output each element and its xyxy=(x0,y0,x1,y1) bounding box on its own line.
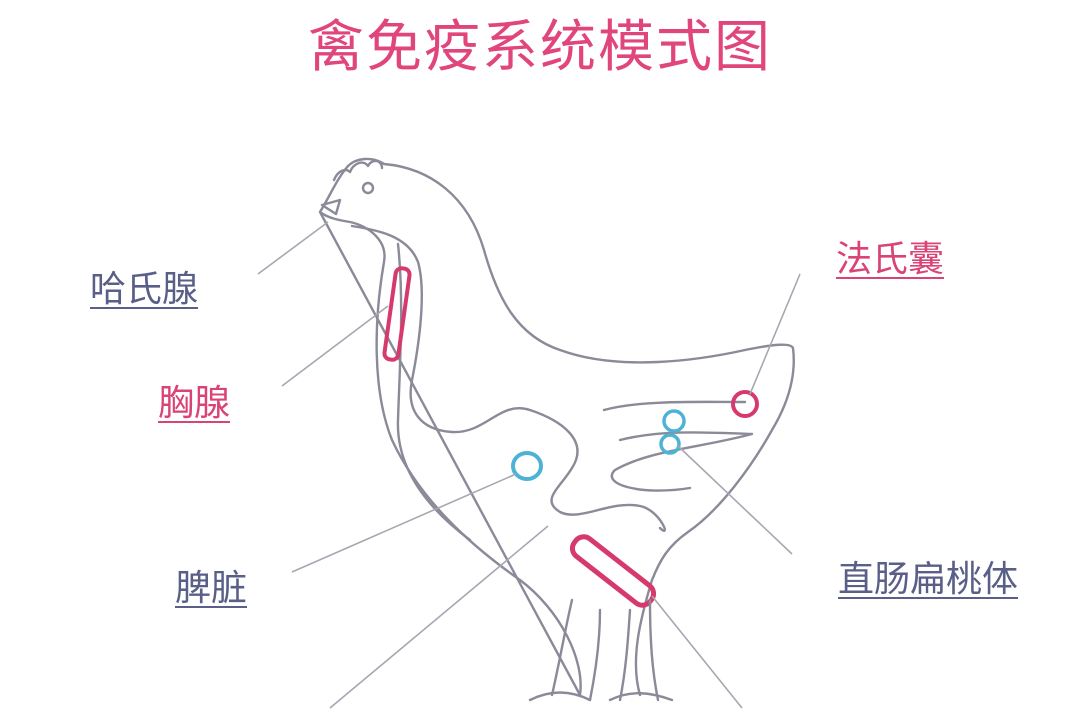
chicken-eye xyxy=(361,181,375,195)
leader-spleen xyxy=(291,473,517,573)
leader-thymus xyxy=(281,305,389,387)
chicken-leg-right xyxy=(618,598,660,702)
bursa-organ xyxy=(731,390,759,418)
large-organ-bar xyxy=(569,534,657,608)
label-bursa-of-fabricius: 法氏囊 xyxy=(836,239,945,280)
chicken-comb xyxy=(332,159,384,182)
cecal-tonsil-organ-2 xyxy=(659,433,681,455)
leader-lower-right xyxy=(651,595,743,709)
leader-cecal xyxy=(677,445,793,555)
leader-lower-left xyxy=(329,525,549,709)
label-harderian-gland: 哈氏腺 xyxy=(90,269,199,310)
leader-bursa xyxy=(749,273,801,395)
label-cecal-tonsil: 直肠扁桃体 xyxy=(838,559,1019,600)
chicken-feet xyxy=(528,691,674,702)
thymus-organ xyxy=(382,266,412,362)
spleen-organ xyxy=(511,451,543,481)
chicken-leg-left xyxy=(550,598,602,702)
label-thymus: 胸腺 xyxy=(158,383,231,424)
leader-harderian xyxy=(257,221,329,275)
diagram-title: 禽免疫系统模式图 xyxy=(308,15,772,80)
cecal-tonsil-organ-1 xyxy=(662,409,686,433)
label-spleen: 脾脏 xyxy=(175,568,248,609)
digestive-tract xyxy=(350,224,754,532)
chicken-body-outline xyxy=(318,157,795,697)
trachea xyxy=(396,242,472,542)
chicken-beak xyxy=(320,198,342,216)
